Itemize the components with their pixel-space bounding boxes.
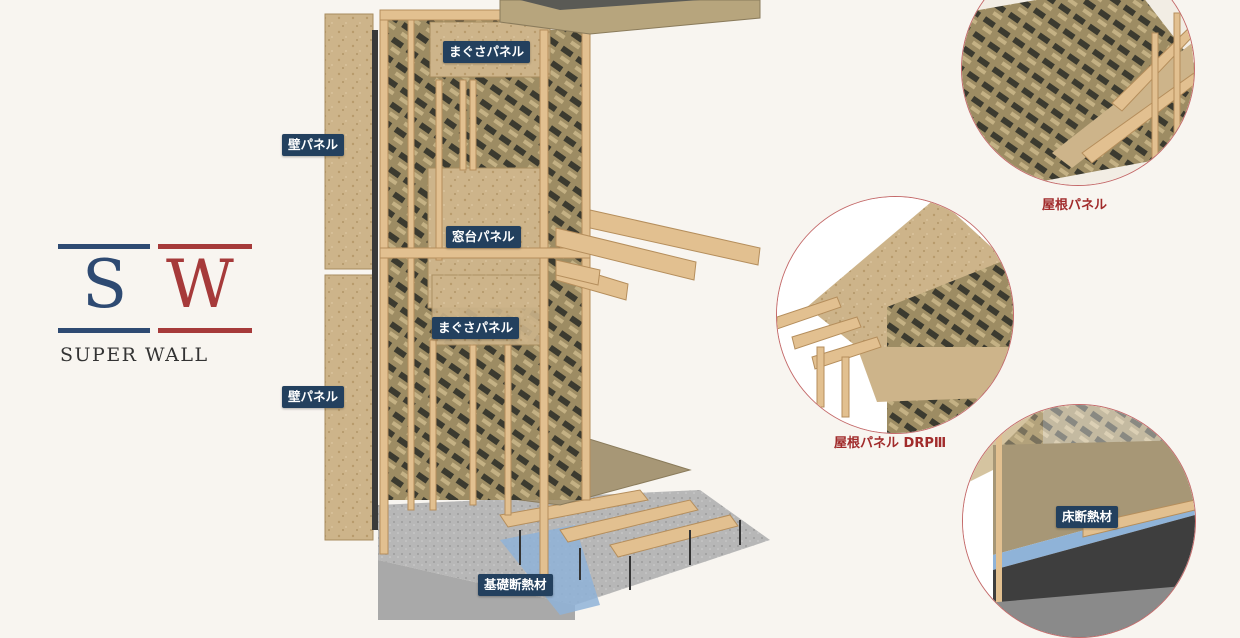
logo-subtitle: SUPER WALL	[60, 344, 209, 366]
label-magusa-panel-upper: まぐさパネル	[443, 41, 531, 63]
logo-bar-blue-top	[58, 244, 150, 249]
logo-bar-blue-bottom	[58, 328, 150, 333]
house-frame-illustration	[324, 0, 770, 620]
logo-bar-red-top	[158, 244, 252, 249]
wall-panel-edge	[372, 30, 378, 530]
label-magusa-panel-lower: まぐさパネル	[432, 317, 520, 339]
super-wall-diagram: S W SUPER WALL	[58, 0, 1196, 638]
detail-roof-panel	[961, 0, 1195, 186]
floor-posts	[519, 520, 741, 590]
label-wall-panel-upper: 壁パネル	[282, 134, 345, 156]
label-floor-insulation: 床断熱材	[1056, 506, 1119, 528]
floor-joists	[499, 489, 739, 558]
roof-panel-illustration	[962, 0, 1194, 185]
caption-roof-panel: 屋根パネル	[1042, 198, 1108, 213]
detail-roof-panel-drp	[776, 196, 1014, 434]
timber-studs	[379, 9, 591, 591]
logo-bar-red-bottom	[158, 328, 252, 333]
label-foundation-insulation: 基礎断熱材	[478, 574, 553, 596]
caption-roof-panel-drp: 屋根パネル DRPⅢ	[834, 436, 947, 451]
foundation-front	[378, 560, 575, 620]
label-wall-panel-lower: 壁パネル	[282, 386, 345, 408]
foundation-insulation	[500, 525, 600, 615]
logo-letter-w: W	[166, 246, 234, 323]
super-wall-logo: S W SUPER WALL	[58, 240, 258, 370]
ceiling-slab-dark	[520, 0, 700, 10]
label-madodai-panel: 窓台パネル	[446, 226, 521, 248]
detail-floor-insulation	[962, 404, 1196, 638]
second-floor-beams	[555, 209, 761, 301]
logo-letter-s: S	[82, 246, 128, 323]
roof-panel-drp-illustration	[777, 197, 1013, 433]
